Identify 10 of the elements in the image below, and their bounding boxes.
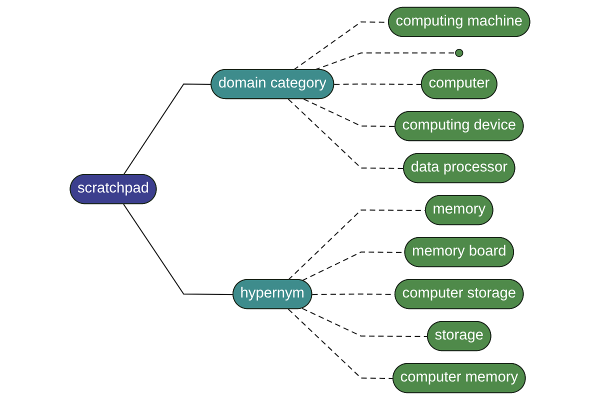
connector	[288, 308, 394, 380]
connector	[288, 210, 426, 280]
connector	[334, 83, 422, 86]
connector	[303, 98, 396, 128]
node-circle	[455, 48, 464, 58]
connector	[288, 98, 404, 170]
connector	[314, 52, 456, 70]
connector	[123, 204, 234, 296]
connector	[302, 308, 428, 338]
connector	[123, 83, 212, 176]
